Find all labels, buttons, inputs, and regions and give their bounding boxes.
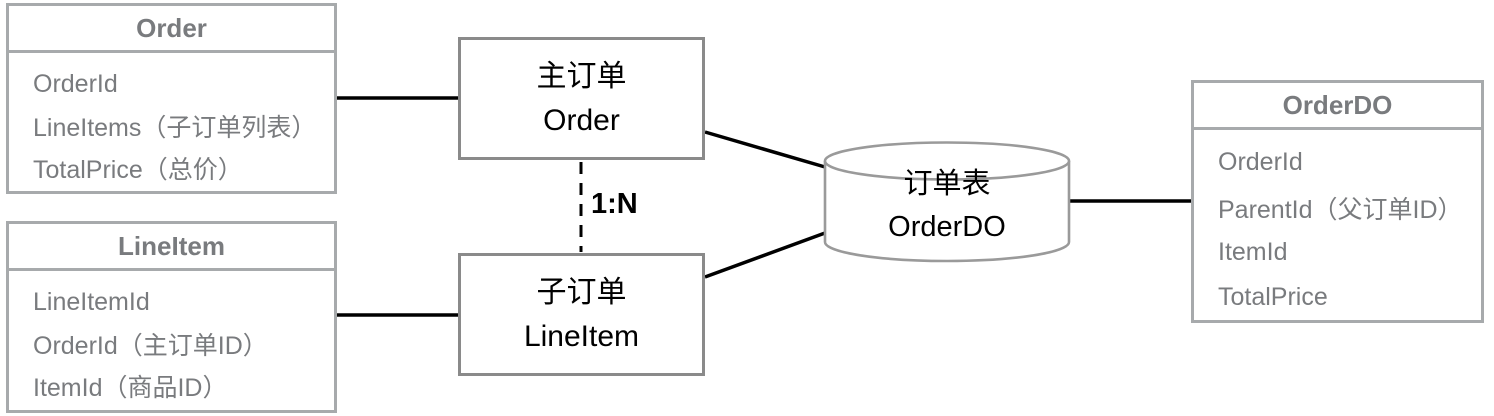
table-row: ItemId [1218, 238, 1288, 266]
node-sub-order-title-zh: 子订单 [536, 275, 627, 309]
table-body-orderdo: OrderId ParentId（父订单ID） ItemId TotalPric… [1194, 130, 1481, 320]
entity-table-orderdo: OrderDO OrderId ParentId（父订单ID） ItemId T… [1191, 80, 1484, 323]
table-header-lineitem: LineItem [9, 224, 334, 271]
table-body-order: OrderId LineItems（子订单列表） TotalPrice（总价） [9, 53, 334, 189]
relation-label: 1:N [591, 188, 638, 220]
node-main-order-title-en: Order [543, 103, 620, 137]
node-sub-order-title-en: LineItem [523, 319, 640, 353]
table-row: ItemId（商品ID） [33, 374, 228, 402]
table-header-orderdo: OrderDO [1194, 83, 1481, 130]
table-row: TotalPrice [1218, 283, 1328, 311]
entity-table-lineitem: LineItem LineItemId OrderId（主订单ID） ItemI… [6, 221, 337, 413]
table-header-order: Order [9, 6, 334, 53]
connector-suborder-to-database [704, 231, 826, 279]
database-cylinder-icon [823, 141, 1071, 263]
node-main-order-title-zh: 主订单 [536, 59, 627, 93]
entity-table-order: Order OrderId LineItems（子订单列表） TotalPric… [6, 3, 337, 194]
table-row: OrderId [1218, 148, 1303, 176]
table-row: ParentId（父订单ID） [1218, 195, 1463, 224]
table-row: TotalPrice（总价） [33, 156, 243, 184]
node-main-order: 主订单 Order [458, 37, 705, 160]
database-label: 订单表 OrderDO [823, 163, 1071, 249]
table-body-lineitem: LineItemId OrderId（主订单ID） ItemId（商品ID） [9, 271, 334, 407]
connector-mainorder-to-database [704, 130, 826, 169]
node-sub-order: 子订单 LineItem [458, 253, 705, 376]
table-row: LineItemId [33, 287, 150, 316]
table-row: OrderId [33, 69, 118, 98]
table-row: LineItems（子订单列表） [33, 114, 317, 142]
database-node: 订单表 OrderDO [823, 141, 1071, 264]
database-title-en: OrderDO [888, 211, 1006, 243]
database-title-zh: 订单表 [903, 168, 991, 200]
table-row: OrderId（主订单ID） [33, 332, 268, 360]
